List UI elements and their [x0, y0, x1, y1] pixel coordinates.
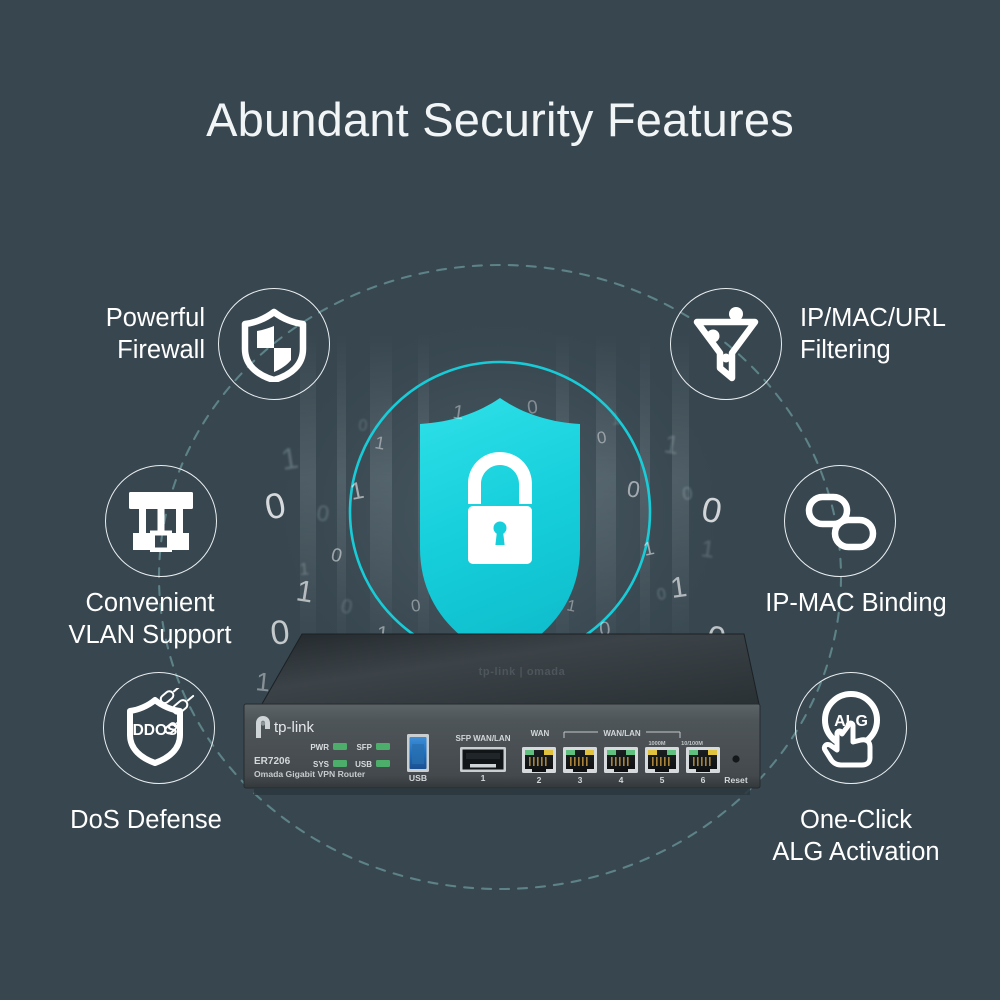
feature-label: One-Click ALG Activation: [772, 806, 940, 866]
page-title: Abundant Security Features: [206, 93, 794, 146]
svg-text:PWR: PWR: [310, 743, 329, 752]
feature-circle: [103, 672, 215, 784]
feature-label: Powerful Firewall: [105, 304, 205, 364]
chain-link-icon: [805, 493, 877, 551]
svg-text:0: 0: [329, 544, 344, 567]
svg-text:1: 1: [348, 477, 366, 506]
router-brand-logo: [256, 716, 270, 738]
shield-padlock-icon: [420, 398, 580, 660]
feature-label: DoS Defense: [70, 806, 222, 834]
svg-text:5: 5: [660, 775, 665, 785]
router-device-image: tp-link | omada tp-link ER7206 Omada Gig…: [232, 628, 772, 808]
router-model: ER7206: [254, 756, 291, 767]
svg-text:SYS: SYS: [313, 760, 330, 769]
svg-text:0: 0: [358, 417, 369, 435]
feature-label: Convenient VLAN Support: [68, 589, 232, 649]
svg-text:6: 6: [701, 775, 706, 785]
svg-text:0: 0: [410, 596, 422, 616]
router-brand-text: tp-link: [274, 719, 315, 736]
svg-text:1: 1: [451, 401, 465, 424]
router-usb-label: USB: [409, 773, 427, 783]
router-top-brand: tp-link | omada: [479, 666, 566, 678]
svg-text:2: 2: [537, 775, 542, 785]
svg-text:1: 1: [641, 538, 656, 561]
router-sfp-port-number: 1: [481, 773, 486, 783]
router-wanlan-label: WAN/LAN: [603, 729, 641, 738]
svg-text:USB: USB: [355, 760, 372, 769]
svg-text:1: 1: [565, 597, 577, 615]
router-sfp-port: [460, 747, 506, 772]
svg-text:1: 1: [662, 428, 681, 460]
router-ethernet-ports: [522, 747, 720, 773]
svg-text:10/100M: 10/100M: [681, 741, 703, 747]
svg-text:0: 0: [625, 475, 642, 503]
alg-click-hand-icon: ALG: [821, 691, 880, 768]
svg-text:0: 0: [339, 595, 354, 619]
svg-text:1: 1: [699, 535, 716, 564]
feature-label: IP-MAC Binding: [765, 589, 947, 617]
svg-text:0: 0: [698, 490, 725, 532]
ddos-shield-icon: DDOS: [127, 688, 195, 766]
svg-text:4: 4: [619, 775, 624, 785]
router-reset-label: Reset: [724, 775, 748, 785]
svg-text:1000M: 1000M: [648, 741, 665, 747]
svg-text:3: 3: [578, 775, 583, 785]
svg-text:0: 0: [595, 428, 608, 448]
funnel-filter-icon: [693, 307, 759, 382]
svg-text:1: 1: [373, 432, 386, 453]
feature-circle: [784, 465, 896, 577]
svg-text:0: 0: [681, 483, 693, 504]
router-wan-label: WAN: [531, 729, 550, 738]
router-led-group: PWR SFP SYS USB: [310, 743, 390, 769]
feature-label: IP/MAC/URL Filtering: [800, 304, 946, 364]
feature-circle: [795, 672, 907, 784]
ddos-icon-text: DDOS: [133, 722, 178, 739]
svg-text:1: 1: [279, 442, 301, 477]
vlan-network-icon: [129, 492, 193, 552]
router-svg: tp-link | omada tp-link ER7206 Omada Gig…: [243, 633, 761, 795]
svg-text:1: 1: [669, 571, 689, 605]
router-reset-button[interactable]: [732, 755, 740, 763]
svg-text:1: 1: [299, 559, 310, 579]
feature-circle: [670, 288, 782, 400]
router-sfp-label: SFP WAN/LAN: [456, 734, 511, 743]
shield-quartered-icon: [241, 308, 307, 382]
svg-text:0: 0: [315, 500, 330, 526]
svg-text:0: 0: [526, 397, 539, 419]
feature-circle: [218, 288, 330, 400]
svg-text:0: 0: [261, 484, 289, 528]
svg-text:0: 0: [656, 586, 668, 604]
svg-text:SFP: SFP: [356, 743, 372, 752]
feature-circle: [105, 465, 217, 577]
svg-text:1: 1: [610, 409, 622, 429]
router-usb-port: [407, 734, 429, 772]
binary-digits-back: 1 0 1 0 1 0 1 0 0 1: [279, 409, 716, 619]
router-model-description: Omada Gigabit VPN Router: [254, 769, 366, 779]
